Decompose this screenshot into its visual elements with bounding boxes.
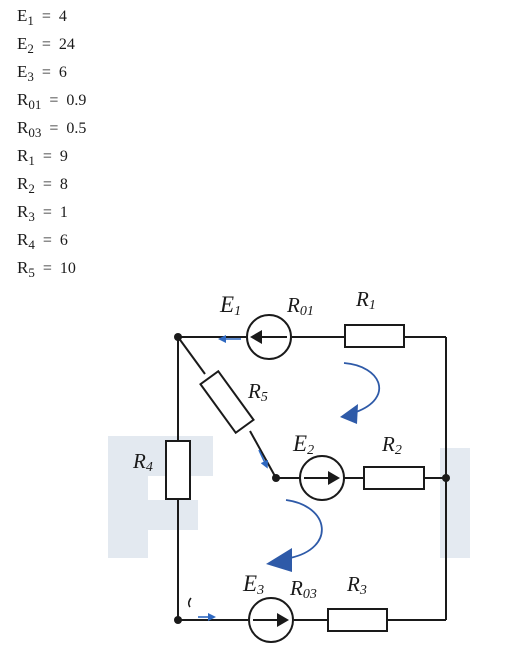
source-e3 xyxy=(248,597,294,643)
source-e1 xyxy=(246,314,292,360)
parameter-list: E1=4 E2=24 E3=6 R01=0.9 R03=0.5 R1=9 R2=… xyxy=(17,4,86,284)
node-right-middle xyxy=(442,474,450,482)
label-r1: R1 xyxy=(355,287,376,313)
resistor-r4 xyxy=(165,440,191,500)
param-r03: R03=0.5 xyxy=(17,118,87,140)
param-r2: R2=8 xyxy=(17,174,68,196)
param-e3: E3=6 xyxy=(17,62,67,84)
label-r4: R4 xyxy=(132,449,153,475)
label-r3: R3 xyxy=(346,572,367,598)
param-r1: R1=9 xyxy=(17,146,68,168)
loop-arrow-lower xyxy=(266,499,323,572)
source-e2 xyxy=(299,455,345,501)
label-e1: E1 xyxy=(219,292,241,319)
resistor-r1 xyxy=(344,324,405,348)
param-e1: E1=4 xyxy=(17,6,67,28)
param-r5: R5=10 xyxy=(17,258,76,280)
resistor-r5 xyxy=(199,369,255,435)
label-e2: E2 xyxy=(292,431,314,458)
watermark xyxy=(108,436,470,558)
label-e3: E3 xyxy=(242,571,264,598)
param-e2: E2=24 xyxy=(17,34,75,56)
tick-mark-bottom-left xyxy=(187,597,192,608)
label-r03: R03 xyxy=(289,576,317,602)
label-r5: R5 xyxy=(247,379,268,405)
param-r01: R01=0.9 xyxy=(17,90,87,112)
param-r4: R4=6 xyxy=(17,230,68,252)
loop-arrow-upper xyxy=(340,362,380,424)
label-r2: R2 xyxy=(381,432,402,458)
resistor-r2 xyxy=(363,466,425,490)
node-bottom-left xyxy=(174,616,182,624)
current-arrow-r5 xyxy=(258,449,268,469)
resistor-r3 xyxy=(327,608,388,632)
node-top-left xyxy=(174,333,182,341)
label-r01: R01 xyxy=(286,293,314,319)
node-middle xyxy=(272,474,280,482)
param-r3: R3=1 xyxy=(17,202,68,224)
